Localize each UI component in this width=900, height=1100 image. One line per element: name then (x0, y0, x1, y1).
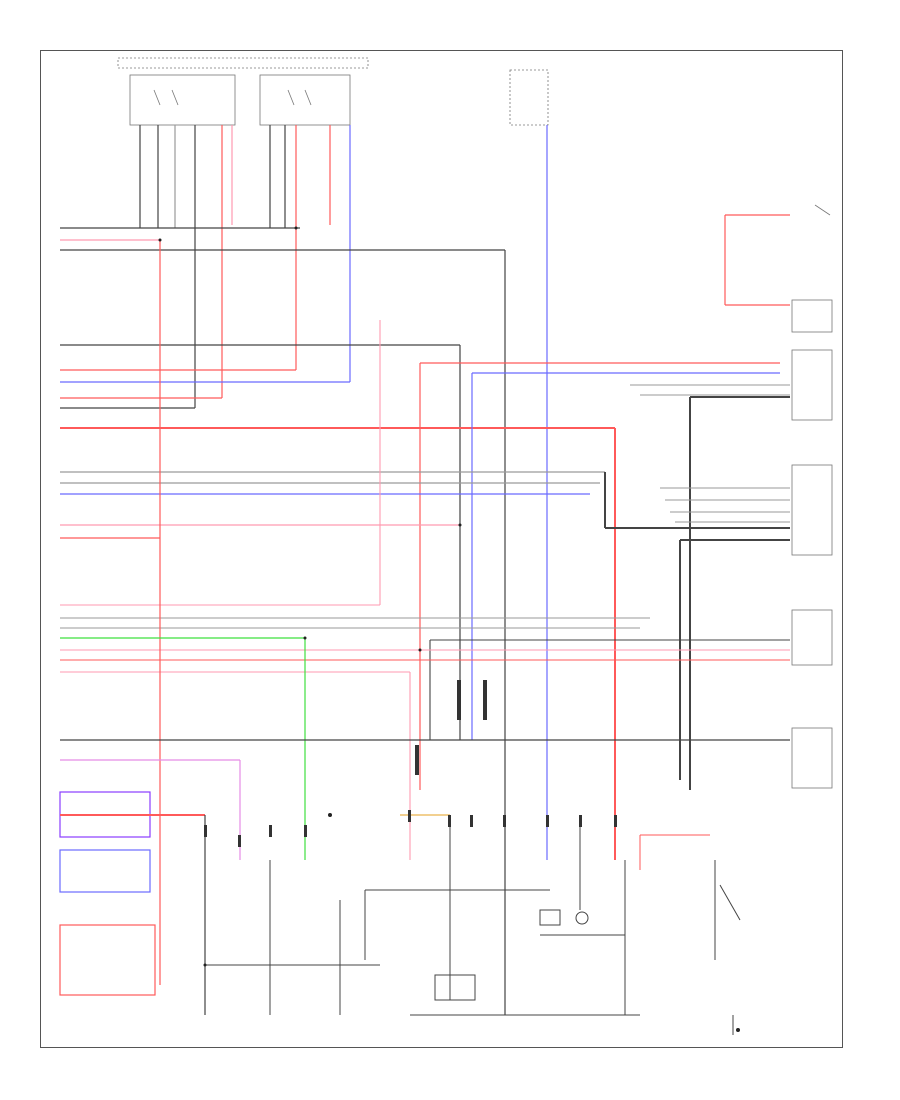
bottom-section (205, 814, 741, 1035)
splice-points (158, 226, 740, 1032)
right-connector-blocks (724, 204, 833, 789)
connector-pins (204, 680, 617, 847)
right-bus-wires (60, 320, 790, 860)
diagram-frame (40, 50, 843, 1048)
upper-harness (60, 227, 790, 1015)
connector-group-top (117, 57, 549, 126)
left-wires (59, 240, 790, 1015)
top-vertical-wires (139, 125, 548, 860)
